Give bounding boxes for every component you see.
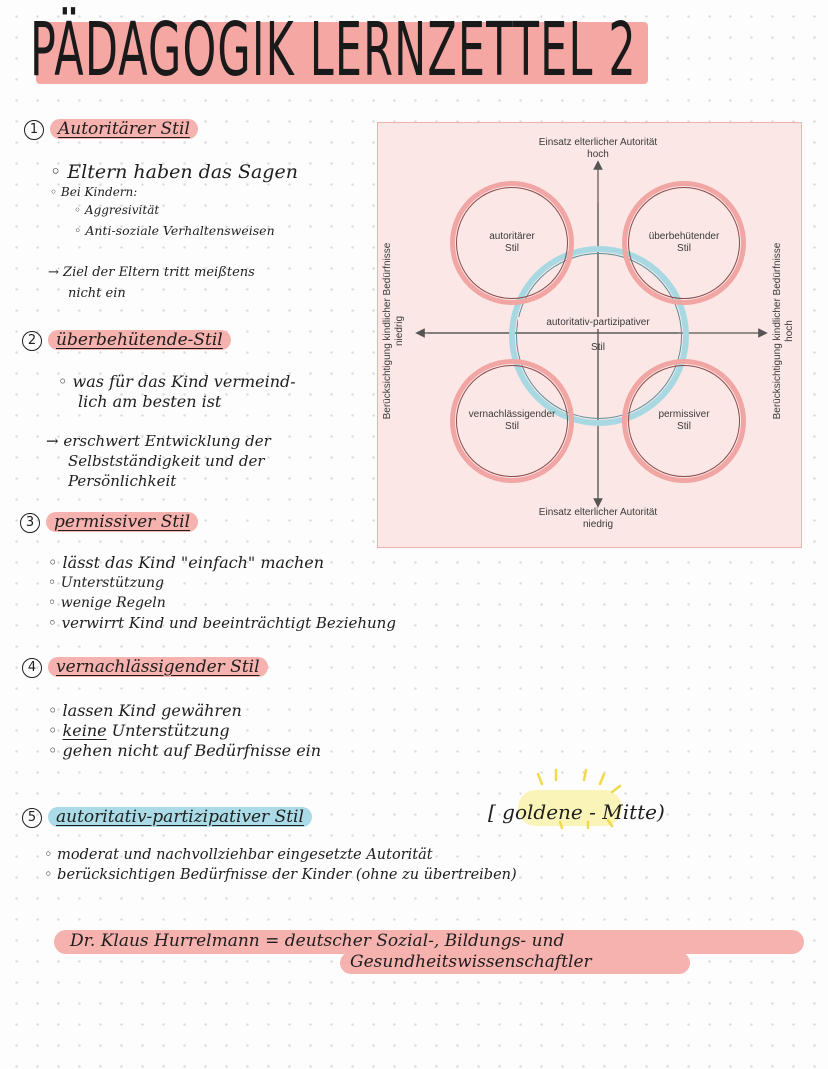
- section-number: 4: [22, 657, 42, 678]
- list-item: lassen Kind gewähren: [48, 701, 242, 720]
- section-number: 5: [22, 807, 42, 828]
- sparkle-icon: [536, 768, 622, 830]
- list-item: Bei Kindern:: [50, 183, 137, 202]
- center-circle: [509, 246, 689, 426]
- center-label-1: autoritativ-partizipativer: [518, 317, 678, 329]
- list-item: was für das Kind vermeind-: [58, 372, 296, 391]
- page-title: PÄDAGOGIK LERNZETTEL 2: [30, 7, 637, 93]
- section-number: 1: [24, 119, 44, 140]
- section-4-heading: 4 vernachlässigender Stil: [22, 656, 268, 678]
- list-item: erschwert Entwicklung der: [46, 432, 270, 451]
- footer-highlight-1: [54, 930, 804, 954]
- center-label-2: Stil: [591, 342, 605, 353]
- list-item: keine Unterstützung: [48, 721, 230, 740]
- section-title: vernachlässigender Stil: [48, 657, 268, 677]
- list-item: Ziel der Eltern tritt meißtens: [48, 263, 255, 282]
- golden-middle-note: [ goldene - Mitte): [488, 800, 665, 824]
- section-number: 3: [20, 512, 40, 533]
- list-item: Aggresivität: [74, 201, 159, 220]
- section-number: 2: [22, 330, 42, 351]
- list-item: berücksichtigen Bedürfnisse der Kinder (…: [44, 866, 516, 885]
- list-item: gehen nicht auf Bedürfnisse ein: [48, 741, 322, 760]
- title-highlight: [36, 22, 648, 84]
- section-title: überbehütende-Stil: [48, 330, 231, 350]
- list-item: wenige Regeln: [48, 594, 166, 613]
- list-item: nicht ein: [68, 286, 126, 301]
- list-item: moderat und nachvollziehbar eingesetzte …: [44, 846, 432, 865]
- list-item: Persönlichkeit: [68, 472, 177, 490]
- section-1-heading: 1 Autoritärer Stil: [24, 118, 198, 140]
- section-title: Autoritärer Stil: [50, 119, 198, 139]
- list-item: Selbstständigkeit und der: [68, 452, 265, 470]
- section-2-heading: 2 überbehütende-Stil: [22, 329, 231, 351]
- section-5-heading: 5 autoritativ-partizipativer Stil: [22, 806, 312, 828]
- footer-line-2: Gesundheitswissenschaftler: [350, 952, 592, 972]
- footer-highlight-2: [340, 952, 690, 974]
- section-3-heading: 3 permissiver Stil: [20, 511, 199, 533]
- golden-glow: [518, 790, 622, 826]
- list-item: lich am besten ist: [78, 392, 222, 411]
- section-title: autoritativ-partizipativer Stil: [48, 807, 312, 827]
- list-item: Anti-soziale Verhaltensweisen: [74, 221, 274, 240]
- list-item: Eltern haben das Sagen: [50, 163, 298, 182]
- section-title: permissiver Stil: [46, 512, 199, 532]
- list-item: lässt das Kind "einfach" machen: [48, 553, 325, 572]
- list-item: Unterstützung: [48, 574, 164, 593]
- footer-line-1: Dr. Klaus Hurrelmann = deutscher Sozial-…: [70, 931, 565, 951]
- list-item: verwirrt Kind und beeinträchtigt Beziehu…: [48, 614, 396, 633]
